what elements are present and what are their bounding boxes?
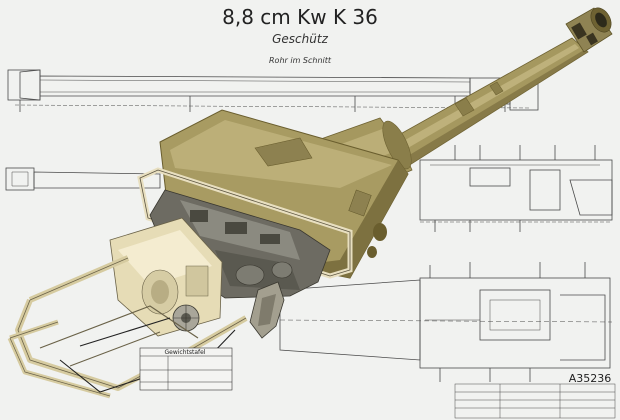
muzzle-brake xyxy=(565,7,613,53)
breech-frame xyxy=(137,167,353,279)
section-caption: Rohr im Schnitt xyxy=(269,56,332,65)
elevation-handwheel xyxy=(172,304,200,332)
sheet-title: 8,8 cm Kw K 36 xyxy=(222,5,378,29)
gun-render xyxy=(7,7,613,399)
weight-table-heading: Gewichtstafel xyxy=(165,349,206,356)
drawing-number: A35236 xyxy=(569,372,612,385)
title-block xyxy=(454,383,616,419)
sheet-subtitle: Geschütz xyxy=(272,32,328,46)
recoil-guard xyxy=(7,255,248,399)
breech-elevation-drawing xyxy=(419,145,613,232)
weight-table: Gewichtstafel xyxy=(139,347,233,391)
breech-ring xyxy=(109,217,223,337)
firing-lever xyxy=(249,281,285,339)
breech-plan-drawing xyxy=(279,262,613,382)
barrel-elevation-drawing xyxy=(5,167,161,191)
